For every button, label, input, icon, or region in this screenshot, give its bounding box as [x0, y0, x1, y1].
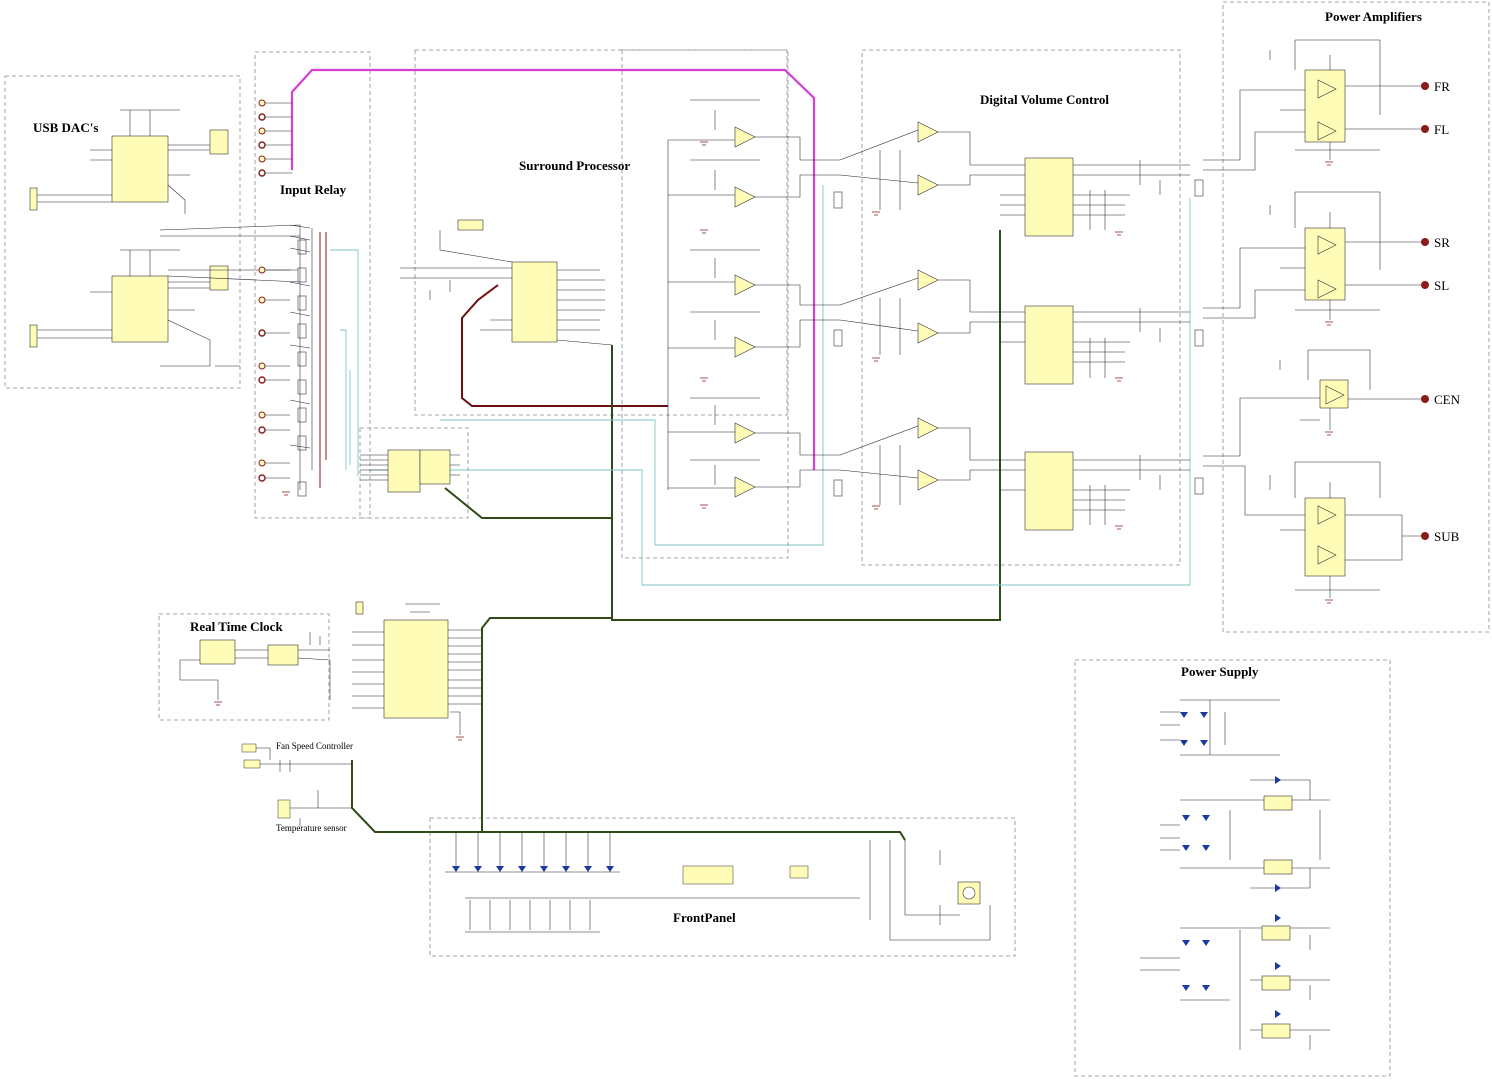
power-supply-frame	[1074, 659, 1391, 1077]
dvc-wiring	[839, 129, 1190, 525]
front-panel-connector	[789, 865, 809, 879]
front-panel-leds	[452, 866, 614, 872]
surround-opamp-stages	[667, 99, 840, 498]
front-panel-header	[682, 865, 734, 885]
usb-dac-frame	[4, 75, 241, 389]
ground-symbols	[214, 141, 1333, 741]
dvc-opamps	[917, 121, 939, 491]
front-panel-frame	[429, 817, 1016, 957]
usb-dac-title: USB DAC's	[33, 120, 98, 135]
fan-controller-circuit	[241, 743, 352, 772]
usb-dac-2	[29, 249, 229, 367]
jack-wires	[265, 102, 292, 479]
microcontroller	[352, 601, 482, 735]
dvc-chips	[1024, 157, 1074, 531]
relay-driver-ic	[360, 449, 460, 493]
input-relay-title: Input Relay	[280, 182, 347, 197]
input-jacks	[258, 99, 266, 482]
power-amp-front	[1203, 39, 1422, 171]
power-amp-sub	[1203, 461, 1422, 598]
output-label-cen: CEN	[1434, 392, 1461, 407]
output-label-fl: FL	[1434, 122, 1449, 137]
power-amp-surround	[1203, 191, 1422, 320]
relay-power-rail	[319, 232, 327, 488]
decoder-ic	[400, 219, 613, 346]
power-amps-frame	[1222, 1, 1490, 633]
output-label-sub: SUB	[1434, 529, 1460, 544]
green-bus-main	[444, 230, 1001, 621]
temperature-sensor-title: Temperature sensor	[276, 823, 347, 833]
darkred-bus	[461, 284, 668, 407]
rtc-chips	[179, 632, 331, 700]
dvc-input-relays	[833, 191, 843, 497]
green-bus-front	[351, 345, 906, 841]
front-panel-title: FrontPanel	[673, 910, 736, 925]
surround-filter-frame	[621, 49, 789, 559]
usb-dac-1	[29, 109, 229, 214]
power-amp-center	[1203, 349, 1422, 457]
output-label-fr: FR	[1434, 79, 1450, 94]
dac-to-relay-wires	[159, 224, 301, 367]
temperature-sensor-circuit	[277, 790, 352, 826]
rtc-title: Real Time Clock	[190, 619, 283, 634]
power-supply-title: Power Supply	[1181, 664, 1259, 679]
surround-processor-title: Surround Processor	[519, 158, 630, 173]
output-terminals	[1421, 82, 1429, 540]
output-label-sl: SL	[1434, 278, 1449, 293]
dvc-title: Digital Volume Control	[980, 92, 1109, 107]
surround-processor-frame	[414, 49, 788, 416]
dvc-frame	[861, 49, 1181, 566]
power-amps-title: Power Amplifiers	[1325, 9, 1422, 24]
power-supply-section-2	[1160, 776, 1330, 892]
rtc-frame	[158, 613, 330, 721]
input-relay-frame	[254, 51, 371, 519]
teal-bus	[330, 185, 1191, 586]
volume-encoder	[957, 881, 981, 905]
fan-controller-title: Fan Speed Controller	[276, 741, 353, 751]
power-supply-section-1	[1160, 699, 1280, 756]
dvc-output-relays	[1194, 179, 1204, 495]
front-panel-wiring	[445, 832, 991, 941]
relay-coils	[297, 239, 307, 497]
relay-contacts	[289, 224, 313, 490]
output-label-sr: SR	[1434, 235, 1450, 250]
power-supply-section-3	[1140, 914, 1330, 1050]
relay-driver-frame	[359, 427, 469, 519]
